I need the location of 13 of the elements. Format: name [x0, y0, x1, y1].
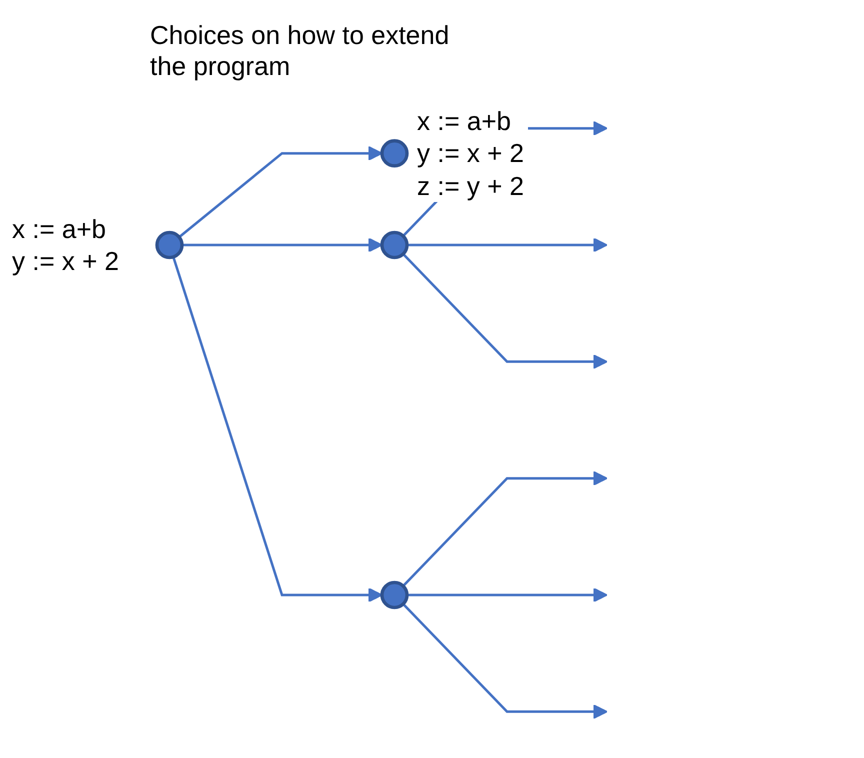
circle-node [380, 580, 409, 610]
arrow [182, 238, 383, 252]
circle-node [380, 230, 409, 260]
arrow [407, 238, 608, 252]
arrow [178, 146, 383, 238]
annotation-text: Choices on how to extend the program [150, 20, 450, 82]
arrow [172, 256, 383, 602]
arrow [402, 253, 608, 369]
circle-node [380, 139, 409, 168]
circle-node [155, 230, 184, 260]
arrow [402, 603, 608, 719]
arrow [402, 471, 608, 587]
arrow [407, 588, 608, 602]
